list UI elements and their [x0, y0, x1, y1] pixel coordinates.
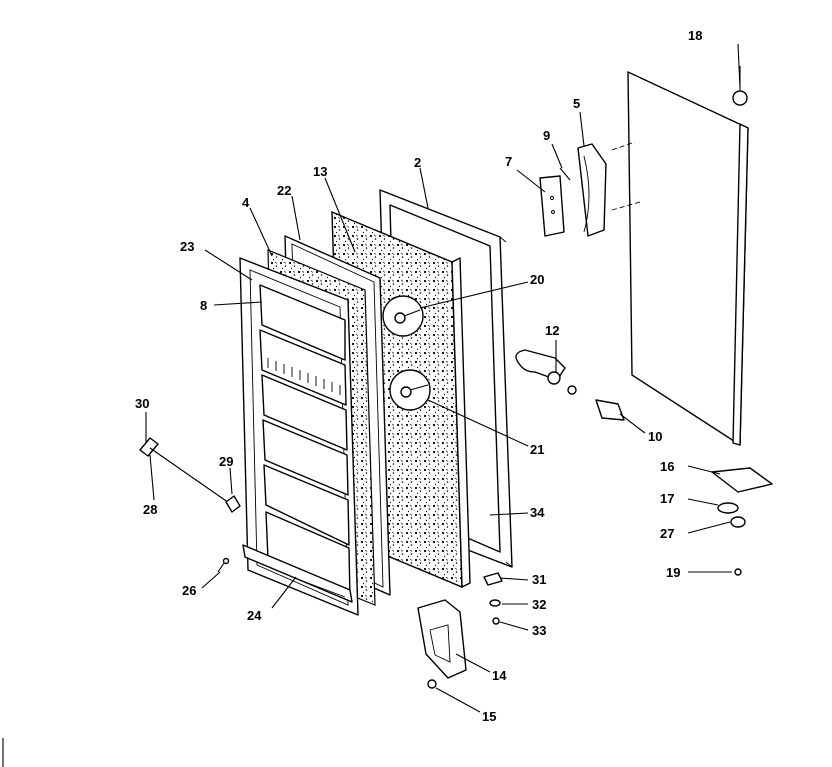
callout-30: 30	[135, 396, 149, 411]
callout-10: 10	[648, 429, 662, 444]
callout-15: 15	[482, 709, 496, 724]
hinge-pin-part-17	[717, 502, 739, 514]
callout-20: 20	[530, 272, 544, 287]
callout-2: 2	[414, 155, 421, 170]
callout-7: 7	[505, 154, 512, 169]
callout-22: 22	[277, 183, 291, 198]
callout-12: 12	[545, 323, 559, 338]
callout-labels: 18 5 9 7 2 13 22 4 23 8 20 12 10 21 30 2…	[135, 28, 702, 724]
washer-part-27	[730, 516, 746, 528]
callout-9: 9	[543, 128, 550, 143]
escutcheon-part-7	[539, 175, 565, 237]
pin-part-9	[559, 167, 571, 181]
callout-5: 5	[573, 96, 580, 111]
leader-lines	[145, 43, 741, 713]
callout-24: 24	[247, 608, 262, 623]
callout-8: 8	[200, 298, 207, 313]
callout-34: 34	[530, 505, 545, 520]
screw-part-19	[734, 568, 742, 576]
hinge-part-16	[711, 467, 773, 493]
callout-23: 23	[180, 239, 194, 254]
screw-detail-part-20	[382, 295, 424, 337]
callout-26: 26	[182, 583, 196, 598]
callout-18: 18	[688, 28, 702, 43]
callout-19: 19	[666, 565, 680, 580]
callout-17: 17	[660, 491, 674, 506]
callout-27: 27	[660, 526, 674, 541]
callout-21: 21	[530, 442, 544, 457]
callout-32: 32	[532, 597, 546, 612]
rod-parts-28-29-30	[139, 437, 241, 513]
screw-part-26	[217, 557, 230, 573]
small-parts-31-32-33	[483, 572, 503, 625]
door-handle-part-5	[577, 143, 607, 237]
callout-31: 31	[532, 572, 546, 587]
bottom-trim-part-24	[242, 544, 353, 603]
screw-detail-part-21	[389, 369, 431, 411]
door-liner-part-23	[239, 257, 359, 616]
bracket-part-14	[417, 599, 467, 679]
callout-14: 14	[492, 668, 507, 683]
callout-16: 16	[660, 459, 674, 474]
callout-33: 33	[532, 623, 546, 638]
latch-hook-part-12	[515, 349, 577, 395]
screw-part-15	[427, 679, 437, 689]
callout-13: 13	[313, 164, 327, 179]
plug-part-10	[595, 399, 625, 421]
callout-4: 4	[242, 195, 250, 210]
callout-29: 29	[219, 454, 233, 469]
callout-28: 28	[143, 502, 157, 517]
outer-door-panel	[611, 71, 749, 446]
